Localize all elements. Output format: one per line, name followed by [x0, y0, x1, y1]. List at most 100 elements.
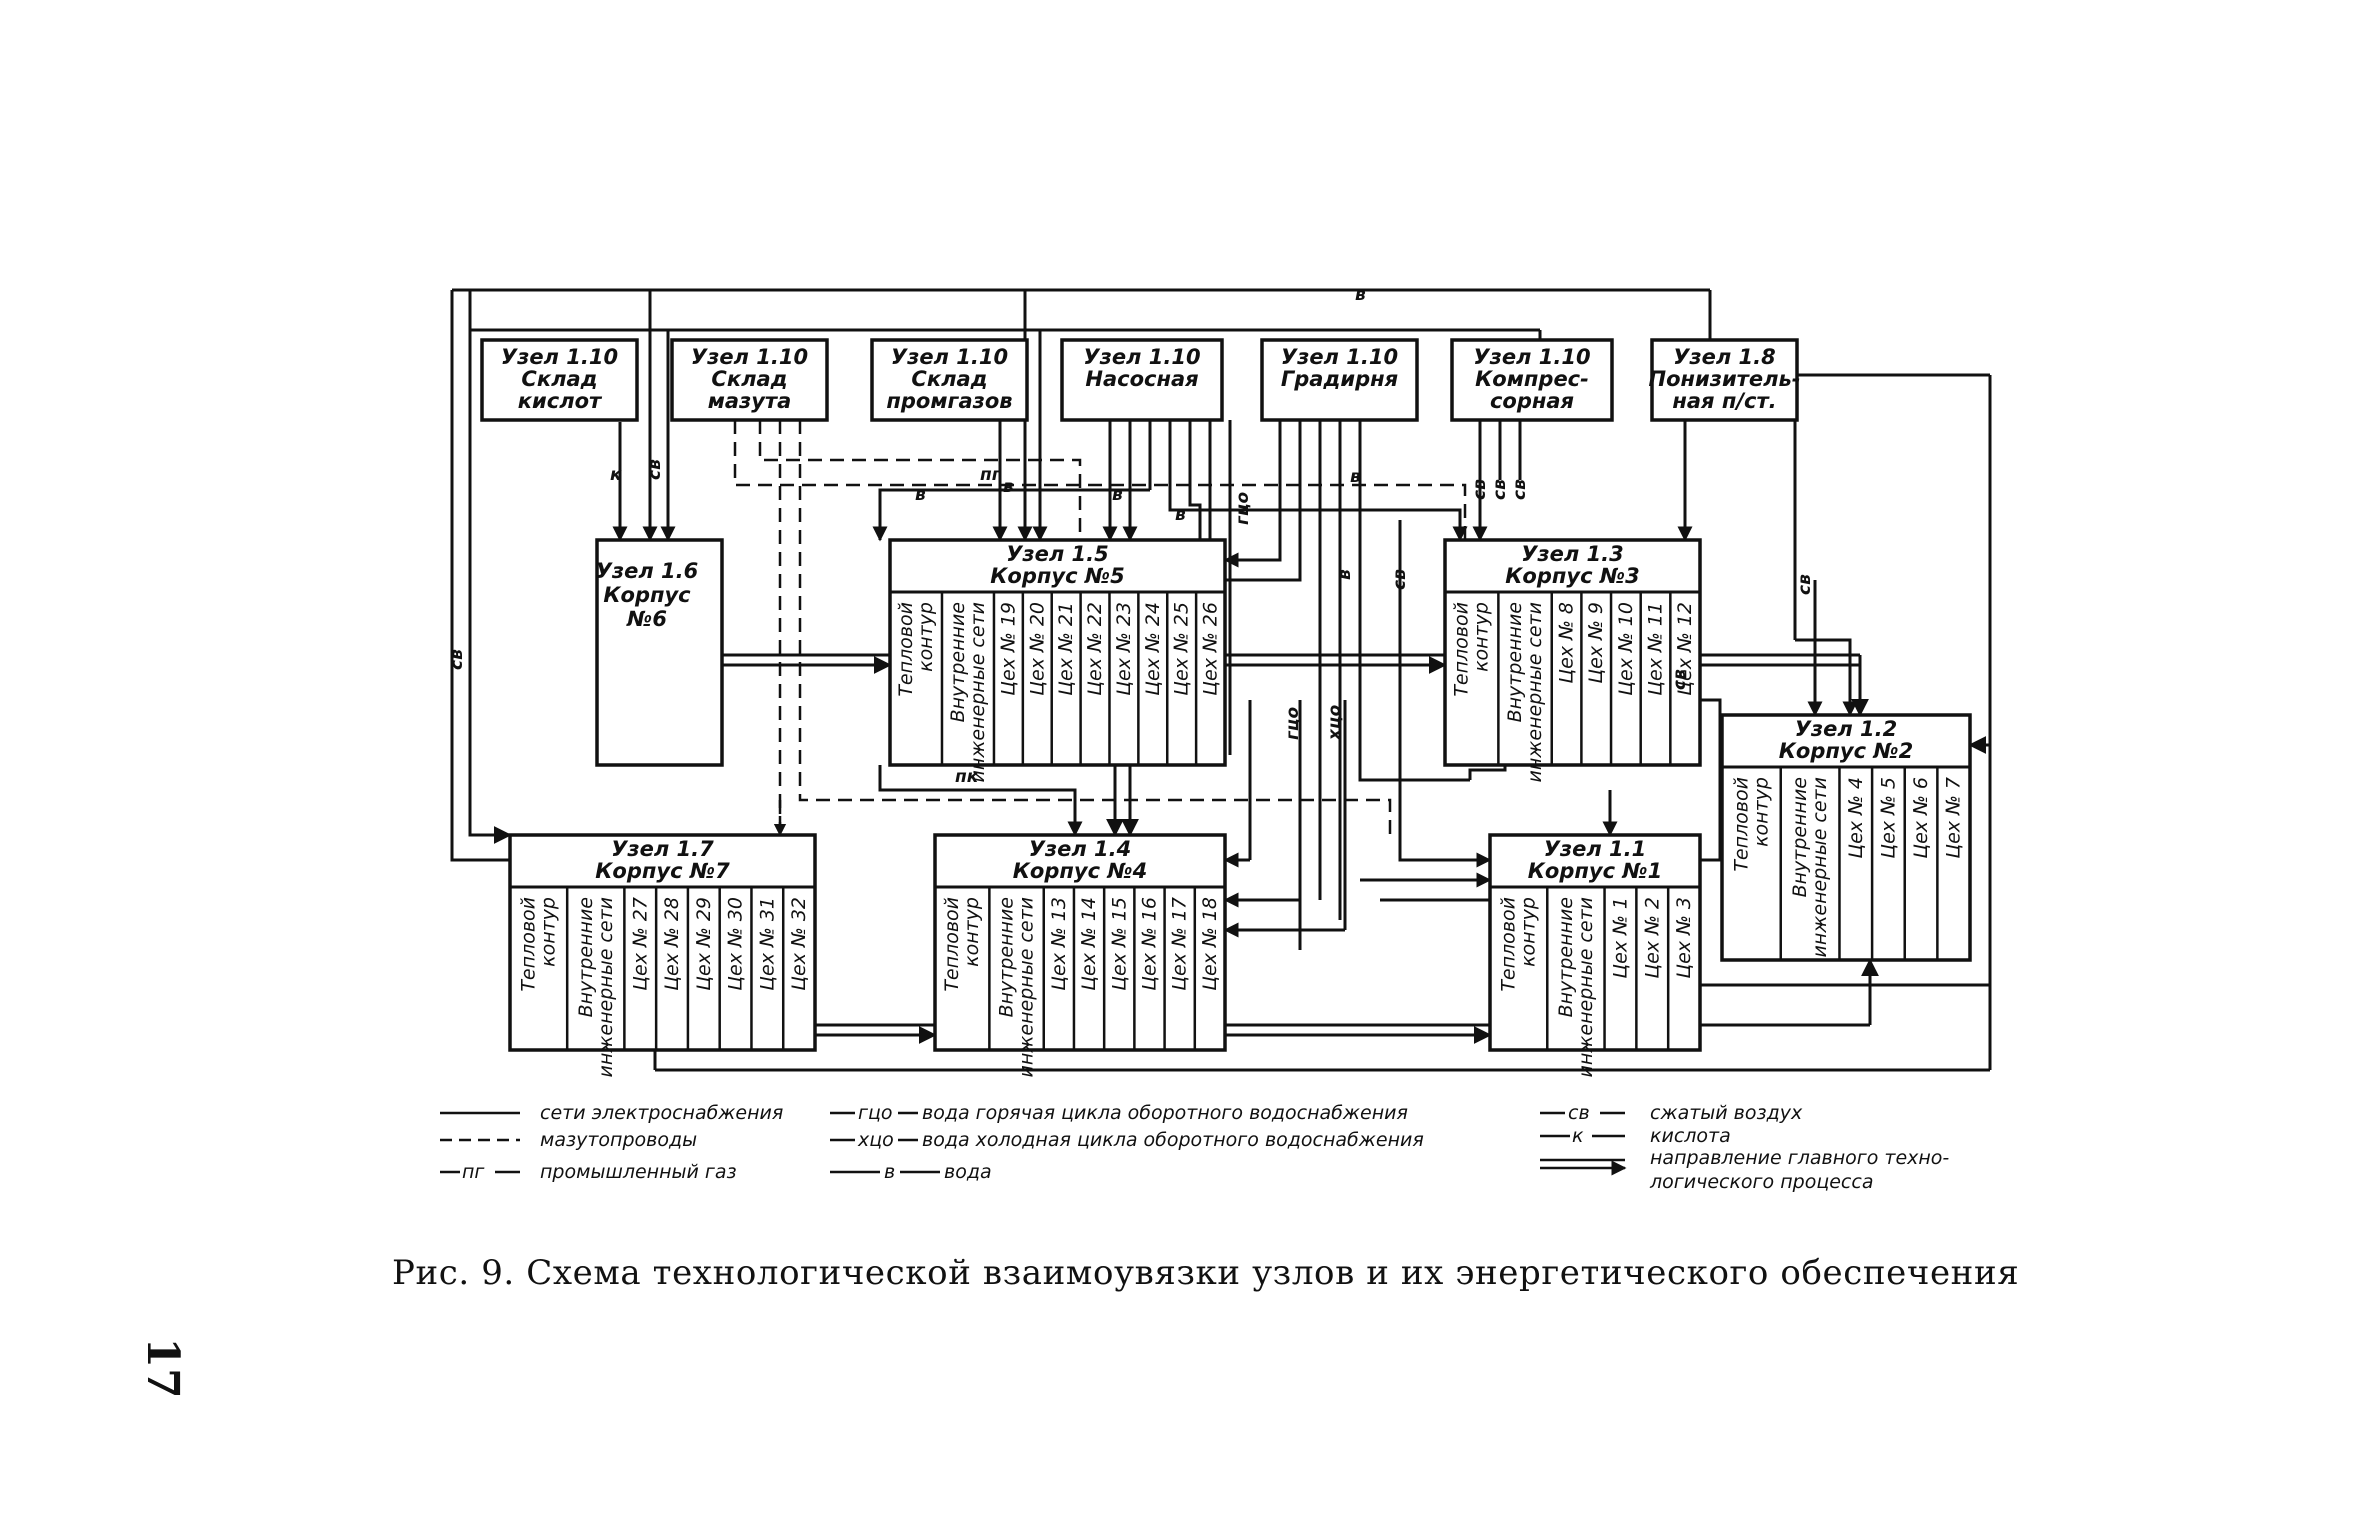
- workshop-label: Цех № 27: [629, 897, 651, 991]
- workshop-label: Цех № 9: [1585, 602, 1607, 684]
- node-box: [670, 338, 829, 422]
- workshop-label: Цех № 12: [1674, 602, 1696, 696]
- line-label: в: [1350, 467, 1361, 487]
- workshop-label: Цех № 22: [1084, 602, 1106, 696]
- workshop-label: Внутренние: [1504, 602, 1526, 722]
- workshop-label: Цех № 31: [756, 897, 778, 991]
- workshop-label: Цех № 2: [1641, 897, 1663, 979]
- node-label: Узел 1.3: [1521, 542, 1624, 566]
- legend-text: направление главного техно-: [1650, 1147, 1949, 1169]
- node-box: [870, 338, 1029, 422]
- node-label: Корпус №5: [990, 564, 1124, 588]
- node-label: Узел 1.10: [1083, 345, 1200, 369]
- node-box: [888, 538, 1227, 767]
- node-box: [1720, 713, 1972, 962]
- legend-text: логического процесса: [1649, 1171, 1873, 1193]
- workshop-label: Цех № 20: [1026, 602, 1048, 696]
- node-box: [1650, 338, 1799, 422]
- workshop-label: Цех № 11: [1645, 602, 1667, 696]
- legend-text: мазутопроводы: [540, 1129, 697, 1151]
- legend-code: пг: [462, 1161, 485, 1183]
- node-label: Узел 1.7: [611, 837, 714, 861]
- line-label: св: [1470, 479, 1490, 500]
- node-label: Корпус №3: [1505, 564, 1639, 588]
- figure-caption: Рис. 9. Схема технологической взаимоувяз…: [392, 1253, 2020, 1293]
- workshop-label: Цех № 13: [1048, 897, 1070, 991]
- workshop-label: контур: [538, 897, 560, 967]
- workshop-label: контур: [1518, 897, 1540, 967]
- line-label: св: [447, 649, 467, 670]
- workshop-label: Тепловой: [1451, 602, 1473, 697]
- line-label: в: [1355, 285, 1366, 305]
- node-box: [1443, 538, 1702, 767]
- line-label: в: [915, 485, 926, 505]
- workshop-label: Внутренние: [575, 897, 597, 1017]
- node-label: Градирня: [1281, 367, 1398, 391]
- line-label: гцо: [1233, 492, 1253, 525]
- workshop-label: Цех № 17: [1169, 897, 1191, 991]
- workshop-label: инженерные сети: [967, 602, 989, 782]
- workshop-label: Цех № 15: [1108, 897, 1130, 991]
- line-label: пг: [980, 465, 1002, 485]
- node-box: [1060, 338, 1224, 422]
- line-label: св: [1670, 669, 1690, 690]
- workshop-label: Цех № 28: [661, 897, 683, 991]
- workshop-label: Цех № 1: [1609, 897, 1631, 979]
- page-number: 17: [137, 1337, 188, 1399]
- legend-text: вода холодная цикла оборотного водоснабж…: [922, 1129, 1424, 1151]
- workshop-label: инженерные сети: [595, 897, 617, 1077]
- node-label: Узел 1.10: [1281, 345, 1398, 369]
- legend: сети электроснабжения мазутопроводы пг п…: [440, 1102, 1949, 1193]
- workshop-label: Тепловой: [1730, 777, 1752, 872]
- workshop-label: Внутренние: [947, 602, 969, 722]
- line-label: гцо: [1283, 707, 1303, 740]
- node-label: промгазов: [886, 389, 1012, 413]
- workshop-label: инженерные сети: [1575, 897, 1597, 1077]
- workshop-label: инженерные сети: [1524, 602, 1546, 782]
- node-label: Узел 1.2: [1795, 717, 1898, 741]
- workshop-label: Цех № 32: [788, 897, 810, 991]
- workshop-label: Цех № 19: [997, 602, 1019, 696]
- legend-text: сжатый воздух: [1650, 1102, 1803, 1124]
- workshop-label: Цех № 26: [1200, 602, 1222, 696]
- workshop-label: Цех № 6: [1910, 777, 1932, 859]
- workshop-label: Цех № 7: [1943, 777, 1965, 859]
- node-box: [508, 833, 817, 1052]
- node-label: №6: [626, 607, 667, 631]
- line-label: св: [1490, 479, 1510, 500]
- line-label: к: [610, 465, 622, 485]
- workshop-label: Цех № 25: [1171, 602, 1193, 696]
- legend-code: св: [1568, 1102, 1590, 1124]
- line-label: в: [1112, 485, 1123, 505]
- workshop-label: Цех № 21: [1055, 602, 1077, 696]
- node-label: Склад: [521, 367, 597, 391]
- node-box: [1260, 338, 1419, 422]
- node-label: Узел 1.6: [596, 559, 699, 583]
- node-label: Корпус №7: [595, 859, 730, 883]
- workshop-label: контур: [1750, 777, 1772, 847]
- node-label: Корпус: [603, 583, 691, 607]
- node-box: [595, 538, 724, 767]
- line-label: хцо: [1325, 704, 1345, 741]
- node-label: ная п/ст.: [1672, 389, 1776, 413]
- workshop-label: Внутренние: [1789, 777, 1811, 897]
- node-label: Понизитель-: [1649, 367, 1801, 391]
- legend-code: хцо: [857, 1129, 894, 1151]
- workshop-label: контур: [915, 602, 937, 672]
- node-label: Узел 1.5: [1006, 542, 1109, 566]
- node-label: Корпус №2: [1779, 739, 1913, 763]
- node-label: Склад: [711, 367, 787, 391]
- node-box: [1488, 833, 1702, 1052]
- workshop-label: Тепловой: [518, 897, 540, 992]
